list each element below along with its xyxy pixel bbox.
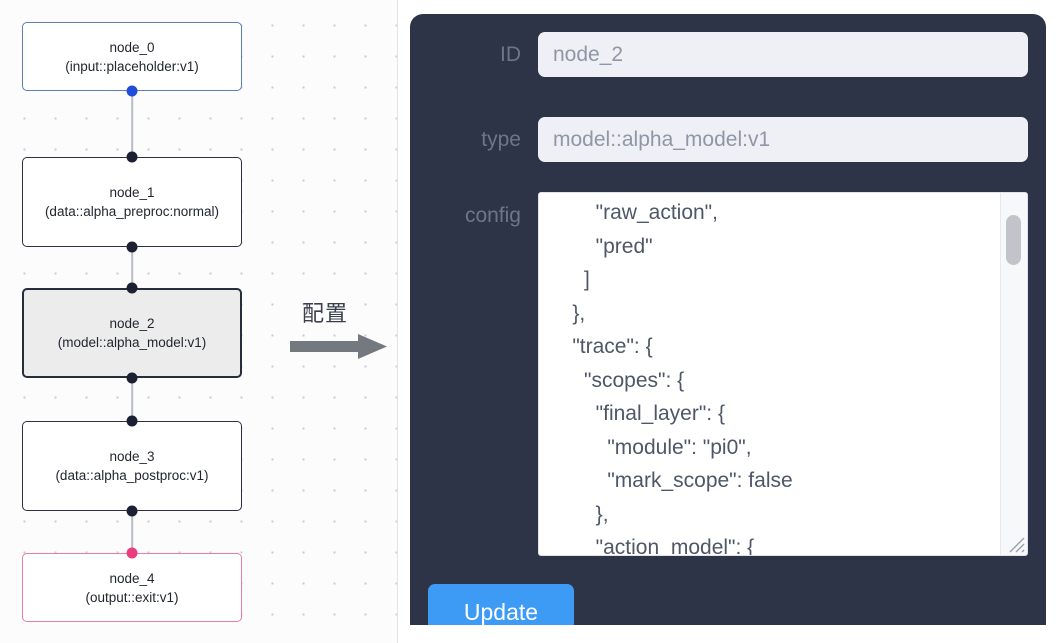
graph-node-node_4[interactable]: node_4 (output::exit:v1) [22, 553, 242, 622]
annotation-label: 配置 [302, 302, 349, 327]
node-port-out-node_3[interactable] [126, 505, 138, 517]
node-port-out-node_0[interactable] [126, 85, 138, 97]
config-scrollbar[interactable] [1000, 193, 1027, 555]
graph-canvas[interactable]: node_0 (input::placeholder:v1) node_1 (d… [0, 0, 398, 643]
config-scrollbar-thumb[interactable] [1006, 215, 1021, 265]
canvas-divider [397, 0, 398, 643]
node-port-out-node_1[interactable] [126, 241, 138, 253]
node-port-in-node_2[interactable] [126, 282, 138, 294]
edge-node2-node3 [131, 377, 133, 421]
node-port-out-node_2[interactable] [126, 372, 138, 384]
node-port-in-node_1[interactable] [126, 151, 138, 163]
type-label: type [481, 127, 521, 151]
edge-node3-node4 [131, 511, 133, 553]
node-subtitle: (input::placeholder:v1) [65, 58, 199, 74]
id-label: ID [500, 42, 521, 66]
resize-handle-icon[interactable] [1004, 532, 1026, 554]
config-textarea-wrapper[interactable]: "raw_action", "pred" ] }, "trace": { "sc… [538, 192, 1028, 556]
node-title: node_4 [109, 570, 155, 586]
graph-node-node_0[interactable]: node_0 (input::placeholder:v1) [22, 22, 242, 91]
field-row-id: ID [410, 32, 1046, 77]
annotation-arrow-group: 配置 [288, 296, 394, 362]
node-subtitle: (data::alpha_postproc:v1) [55, 468, 209, 483]
graph-node-node_1[interactable]: node_1 (data::alpha_preproc:normal) [22, 157, 242, 247]
graph-node-node_2[interactable]: node_2 (model::alpha_model:v1) [22, 288, 242, 378]
type-input[interactable] [538, 117, 1028, 162]
node-port-in-node_3[interactable] [126, 415, 138, 427]
node-port-in-node_4[interactable] [126, 547, 138, 559]
node-subtitle: (output::exit:v1) [85, 589, 179, 605]
node-title: node_2 [109, 316, 155, 331]
update-button[interactable]: Update [428, 584, 574, 625]
node-config-panel: ID type config "raw_action", "pred" ] },… [410, 14, 1046, 625]
node-subtitle: (model::alpha_model:v1) [57, 335, 207, 350]
config-textarea[interactable]: "raw_action", "pred" ] }, "trace": { "sc… [572, 201, 793, 556]
node-title: node_3 [109, 449, 155, 464]
graph-node-node_3[interactable]: node_3 (data::alpha_postproc:v1) [22, 421, 242, 511]
field-row-type: type [410, 117, 1046, 162]
node-title: node_1 [109, 185, 155, 200]
id-input[interactable] [538, 32, 1028, 77]
node-title: node_0 [109, 39, 155, 55]
config-label: config [464, 204, 521, 227]
node-subtitle: (data::alpha_preproc:normal) [44, 204, 220, 219]
field-row-config: config "raw_action", "pred" ] }, "trace"… [410, 192, 1046, 556]
edge-node0-node1 [131, 91, 133, 157]
arrow-right-icon [290, 334, 387, 359]
edge-node1-node2 [131, 247, 133, 303]
